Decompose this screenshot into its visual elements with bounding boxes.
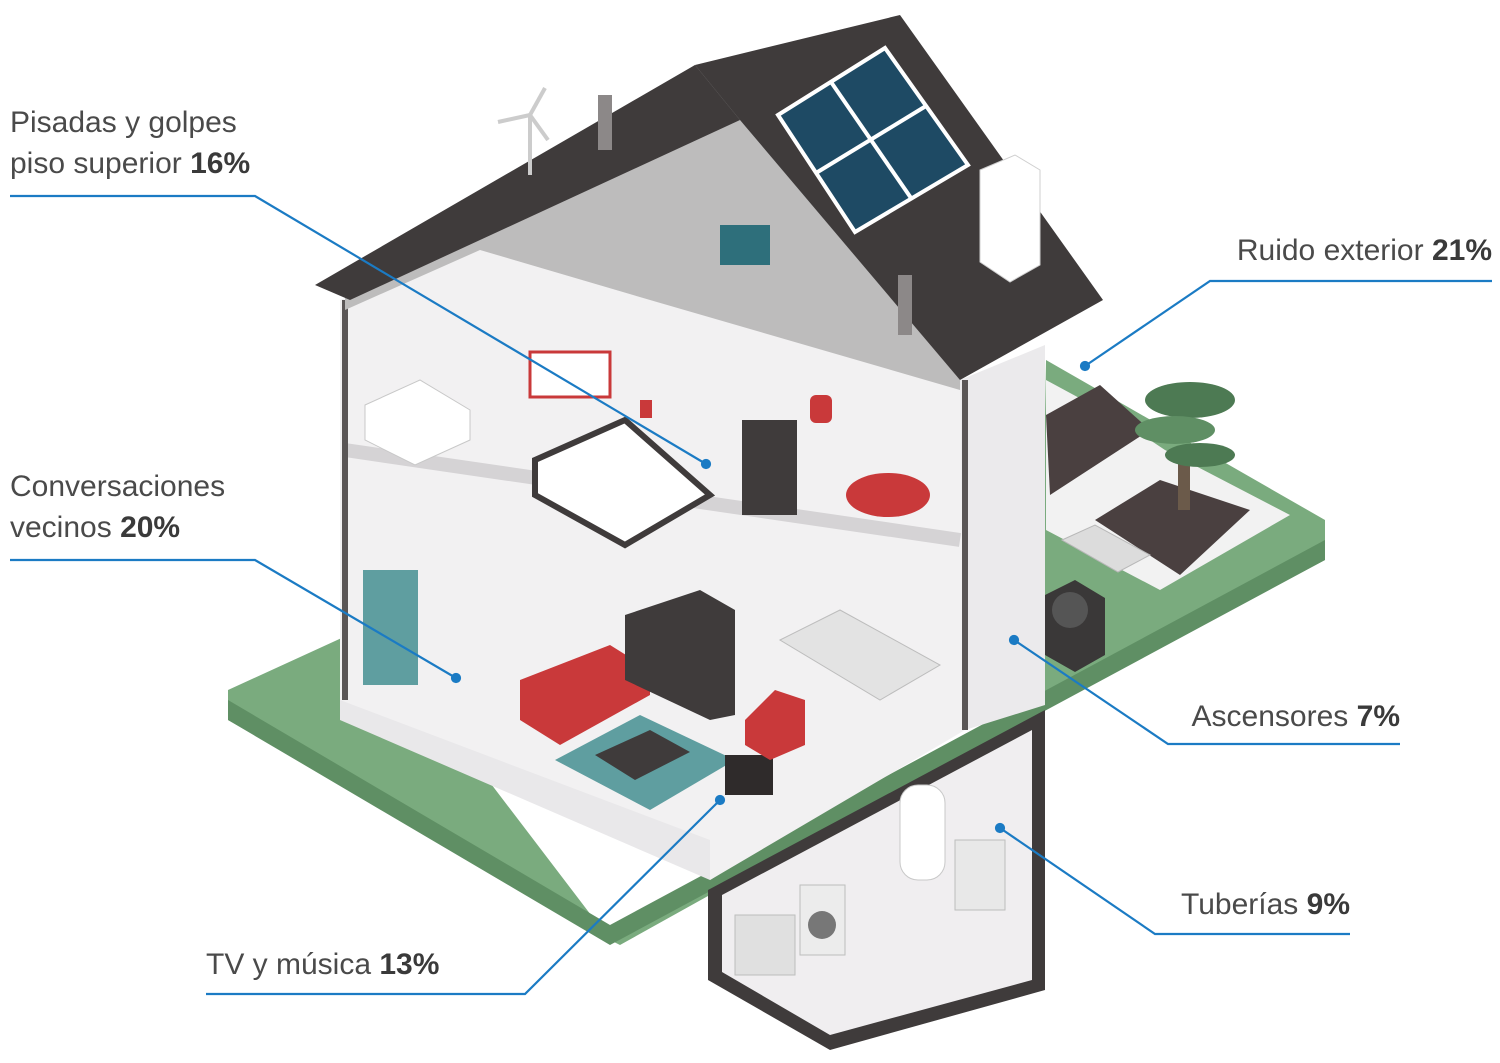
garden-bed-left — [1046, 385, 1150, 495]
fridge-icon — [363, 570, 418, 685]
callout-conversaciones: Conversaciones vecinos 20% — [10, 466, 225, 548]
vent-pipe-icon — [598, 95, 612, 150]
callout-ruido-pct: 21% — [1431, 234, 1492, 267]
leader-lines — [10, 194, 1492, 996]
basement-sink-icon — [734, 914, 796, 976]
callout-conversaciones-pct: 20% — [120, 511, 181, 544]
leader-dot-ruido — [1079, 360, 1091, 372]
desk-chair-icon — [810, 395, 832, 423]
roof-left — [315, 65, 740, 300]
ac-unit-icon — [1045, 580, 1105, 672]
wind-turbine-icon — [497, 87, 550, 175]
leader-dot-tuberias — [994, 822, 1006, 834]
garden-bed-right — [1095, 480, 1250, 575]
callout-pisadas-line2: piso superior — [10, 147, 182, 180]
chimney-icon — [979, 154, 1041, 283]
leader-line-tuberias — [999, 827, 1350, 936]
callout-ascensores-text: Ascensores — [1191, 700, 1349, 733]
bathtub-icon — [364, 379, 471, 466]
leader-dot-pisadas — [700, 458, 712, 470]
leader-line-tv — [206, 799, 721, 996]
callout-tv: TV y música 13% — [206, 944, 439, 985]
callout-tuberias-text: Tuberías — [1181, 888, 1299, 921]
bedside-lamp-icon — [640, 400, 652, 418]
roof-interior — [345, 65, 960, 390]
leader-dot-tv — [714, 794, 726, 806]
bookshelf-icon — [625, 590, 735, 720]
tree-icon — [1135, 382, 1235, 510]
leader-line-pisadas — [10, 194, 707, 465]
leader-line-conversaciones — [10, 558, 457, 679]
bed-icon — [532, 416, 716, 549]
sofa-icon — [520, 645, 650, 745]
callout-pisadas-pct: 16% — [190, 147, 251, 180]
armchair-icon — [745, 690, 805, 760]
dining-table-icon — [778, 609, 942, 701]
callout-tv-pct: 13% — [379, 948, 440, 981]
boiler-icon — [954, 839, 1006, 911]
callout-conversaciones-line2: vecinos — [10, 511, 112, 544]
ventilation-unit-icon — [720, 225, 770, 265]
solar-panel-icon — [775, 45, 971, 235]
wardrobe-icon — [742, 420, 797, 515]
leader-dot-conversaciones — [450, 672, 462, 684]
house-walls — [340, 250, 965, 880]
leader-dot-ascensores — [1008, 634, 1020, 646]
leader-line-ascensores — [1013, 639, 1400, 746]
leader-line-ruido — [1084, 279, 1492, 367]
callout-ruido-text: Ruido exterior — [1236, 234, 1424, 267]
wall-art-icon — [528, 350, 612, 399]
callout-tv-text: TV y música — [206, 948, 372, 981]
garden-bench — [1060, 524, 1152, 573]
callout-ascensores: Ascensores 7% — [1192, 696, 1400, 737]
washing-machine-icon — [799, 884, 846, 956]
callout-pisadas: Pisadas y golpes piso superior 16% — [10, 102, 250, 184]
callout-ascensores-pct: 7% — [1356, 700, 1400, 733]
vent-pipe-icon — [898, 275, 912, 335]
tv-icon — [725, 755, 773, 795]
basement-interior — [722, 730, 1032, 1035]
callout-ruido: Ruido exterior 21% — [1237, 230, 1492, 271]
house-side-wall — [960, 345, 1045, 730]
water-heater-icon — [899, 784, 946, 881]
round-table-icon — [846, 473, 930, 517]
callout-tuberias: Tuberías 9% — [1181, 884, 1350, 925]
callout-conversaciones-line1: Conversaciones — [10, 470, 226, 503]
coffee-table-icon — [595, 730, 690, 780]
callout-tuberias-pct: 9% — [1306, 888, 1350, 921]
callout-pisadas-line1: Pisadas y golpes — [10, 106, 237, 139]
